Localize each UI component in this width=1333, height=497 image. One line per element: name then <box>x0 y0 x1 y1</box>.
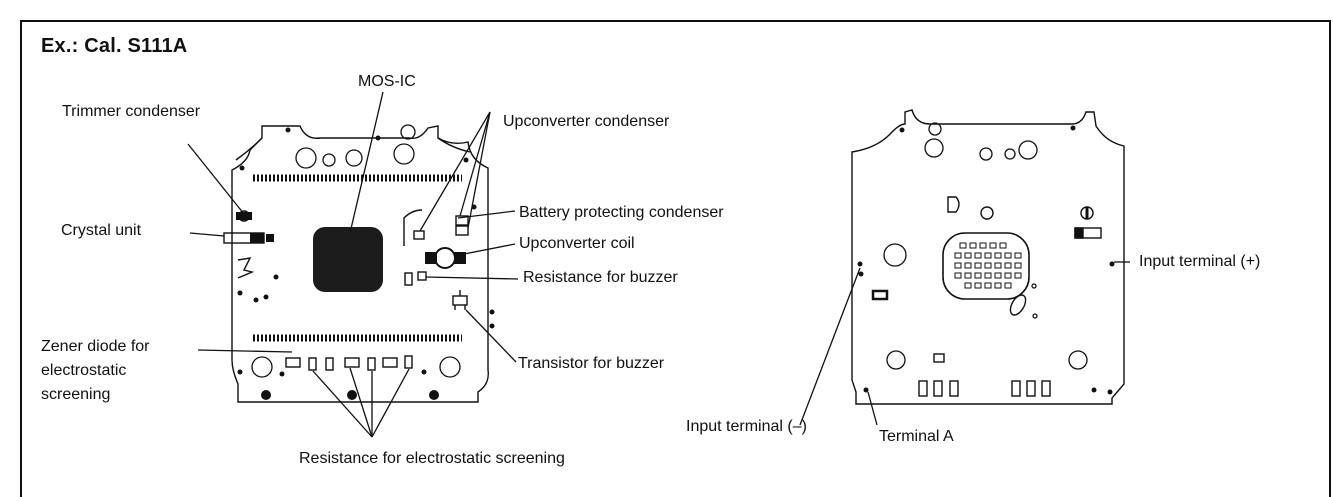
zener-diode-label-line1: Zener diode for <box>41 338 150 355</box>
mos-ic-label: MOS-IC <box>358 73 416 90</box>
upconverter-condenser-label: Upconverter condenser <box>503 113 670 130</box>
screening-components <box>285 355 413 371</box>
buzzer-resistance-part <box>404 271 427 286</box>
input-terminal-minus-label: Input terminal (–) <box>686 418 807 435</box>
zener-diode-label-line2: electrostatic <box>41 362 127 379</box>
zener-diode-label-line3: screening <box>41 386 111 403</box>
right-board-holes <box>883 122 1088 370</box>
terminal-a-label: Terminal A <box>879 428 954 445</box>
transistor-part <box>452 290 468 310</box>
resistance-electrostatic-label: Resistance for electrostatic screening <box>299 450 565 467</box>
right-circuit-board <box>851 109 1125 405</box>
resistance-for-buzzer-label: Resistance for buzzer <box>523 269 678 286</box>
trimmer-condenser-part <box>236 210 252 222</box>
upconverter-condenser-parts <box>403 209 469 246</box>
crystal-unit-label: Crystal unit <box>61 222 142 239</box>
crystal-unit-part <box>223 232 274 244</box>
right-board-dots <box>857 125 1115 395</box>
left-board-holes <box>251 124 461 378</box>
input-terminal-plus-label: Input terminal (+) <box>1139 253 1261 270</box>
buzzer-grille <box>942 232 1030 300</box>
battery-protecting-condenser-label: Battery protecting condenser <box>519 204 724 221</box>
figure-frame <box>20 20 1331 497</box>
transistor-for-buzzer-label: Transistor for buzzer <box>518 355 665 372</box>
right-board-parts <box>871 196 1102 397</box>
upconverter-coil-part <box>425 247 466 269</box>
crystal-bracket <box>237 257 255 279</box>
upconverter-coil-label: Upconverter coil <box>519 235 635 252</box>
left-board-dots <box>237 127 495 400</box>
trimmer-condenser-label: Trimmer condenser <box>62 103 201 120</box>
figure-title: Ex.: Cal. S111A <box>41 35 188 57</box>
mos-ic-chip <box>313 227 383 292</box>
leader-lines <box>187 91 1130 438</box>
